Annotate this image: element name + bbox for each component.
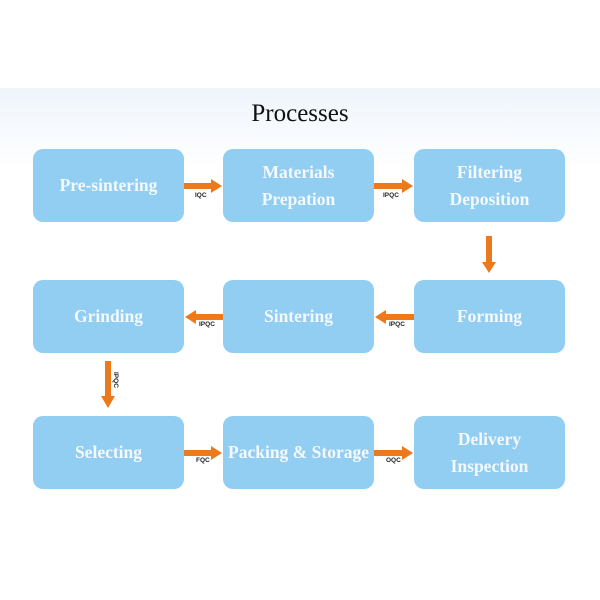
step-label: Packing & Storage: [228, 442, 369, 462]
arrow-right-icon: [184, 179, 222, 193]
step-forming: Forming: [414, 280, 565, 353]
step-label: Selecting: [74, 442, 143, 462]
connector-label: IPQC: [112, 372, 119, 388]
step-delivery-inspection: Delivery Inspection: [414, 416, 565, 489]
arrow-right-icon: [184, 446, 222, 460]
arrow-down-icon: [482, 236, 496, 273]
connector-label: OQC: [386, 457, 401, 464]
step-pre-sintering: Pre-sintering: [33, 149, 184, 222]
step-packing-storage: Packing & Storage: [223, 416, 374, 489]
step-label: Materials Prepation: [261, 161, 336, 209]
arrow-down-icon: [101, 361, 115, 408]
connector-label: IPQC: [389, 321, 405, 328]
step-label: Delivery Inspection: [450, 428, 529, 476]
connector-label: IPQC: [383, 192, 399, 199]
connector-label: IPQC: [199, 321, 215, 328]
arrow-left-icon: [375, 310, 414, 324]
step-filtering-deposition: Filtering Deposition: [414, 149, 565, 222]
step-sintering: Sintering: [223, 280, 374, 353]
step-materials-prepation: Materials Prepation: [223, 149, 374, 222]
connector-label: FQC: [196, 457, 210, 464]
arrow-right-icon: [374, 446, 413, 460]
step-grinding: Grinding: [33, 280, 184, 353]
step-label: Sintering: [263, 306, 334, 326]
connector-label: IQC: [195, 192, 207, 199]
step-label: Grinding: [73, 306, 144, 326]
step-label: Forming: [456, 306, 523, 326]
step-label: Filtering Deposition: [449, 161, 530, 209]
arrow-left-icon: [185, 310, 223, 324]
step-label: Pre-sintering: [59, 175, 158, 195]
arrow-right-icon: [374, 179, 413, 193]
step-selecting: Selecting: [33, 416, 184, 489]
diagram-title: Processes: [251, 100, 349, 127]
